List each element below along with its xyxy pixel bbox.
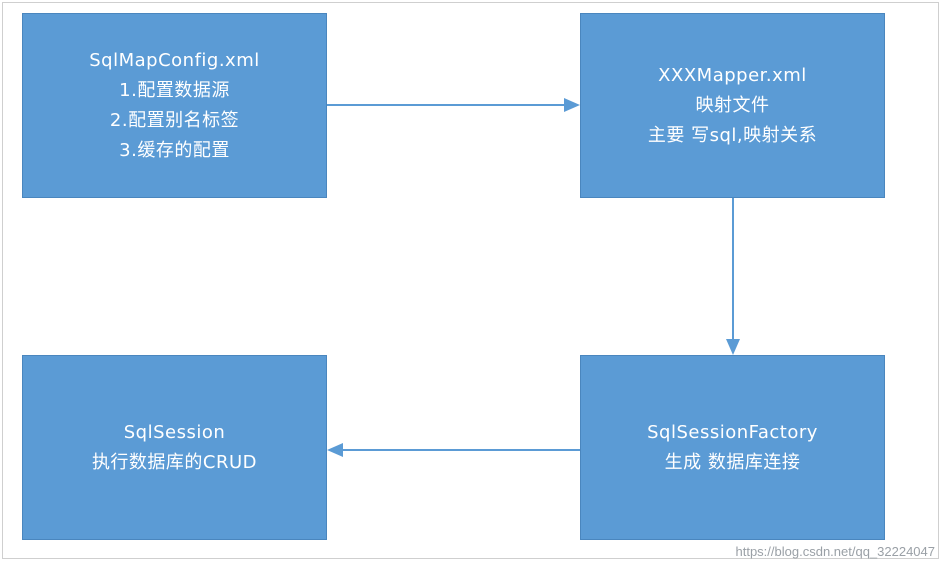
node-sqlsessionfactory-line-1: 生成 数据库连接 — [664, 451, 801, 473]
node-sqlmapconfig-line-1: 1.配置数据源 — [119, 79, 230, 101]
node-sqlsession-title: SqlSession — [123, 421, 226, 443]
watermark: https://blog.csdn.net/qq_32224047 — [735, 544, 936, 559]
arrow-mapper-to-factory — [726, 198, 740, 355]
node-sqlmapconfig: SqlMapConfig.xml 1.配置数据源 2.配置别名标签 3.缓存的配… — [22, 13, 327, 198]
node-sqlmapconfig-title: SqlMapConfig.xml — [89, 49, 260, 71]
node-sqlsession-line-1: 执行数据库的CRUD — [91, 451, 258, 473]
node-mapper-xml-title: XXXMapper.xml — [658, 64, 807, 86]
node-sqlsessionfactory-title: SqlSessionFactory — [647, 421, 818, 443]
node-sqlmapconfig-line-2: 2.配置别名标签 — [109, 109, 240, 131]
node-sqlsessionfactory: SqlSessionFactory 生成 数据库连接 — [580, 355, 885, 540]
node-mapper-xml: XXXMapper.xml 映射文件 主要 写sql,映射关系 — [580, 13, 885, 198]
node-mapper-xml-line-1: 映射文件 — [695, 94, 770, 116]
node-sqlmapconfig-line-3: 3.缓存的配置 — [119, 139, 230, 161]
node-sqlsession: SqlSession 执行数据库的CRUD — [22, 355, 327, 540]
arrow-config-to-mapper — [327, 98, 580, 112]
node-mapper-xml-line-2: 主要 写sql,映射关系 — [647, 124, 818, 146]
arrow-factory-to-session — [327, 443, 580, 457]
